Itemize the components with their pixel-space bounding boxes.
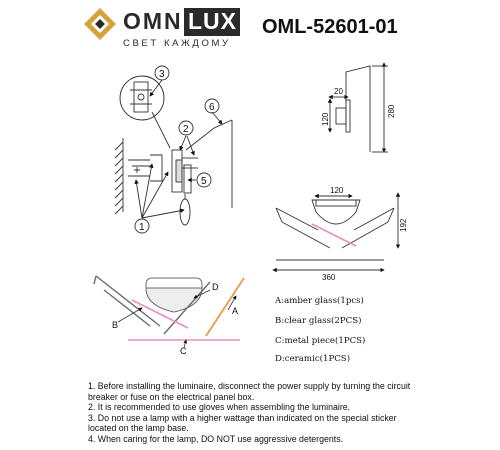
front-width-label: 360 xyxy=(322,273,336,282)
instruction-item: 2. It is recommended to use gloves when … xyxy=(88,402,351,413)
part-letter-b: B xyxy=(112,320,118,330)
installation-diagram xyxy=(114,75,233,226)
part-letter-c: C xyxy=(180,346,187,356)
side-depth-label: 120 xyxy=(321,112,330,126)
install-callout-2: 2 xyxy=(178,120,194,136)
legend-item-d: D:ceramic(1PCS) xyxy=(275,353,350,364)
install-callout-6: 6 xyxy=(204,98,220,114)
legend-item-c: C:metal piece(1PCS) xyxy=(275,335,365,346)
brand-name-omni: OMNI xyxy=(123,8,191,34)
clear-glass-rod-2 xyxy=(131,299,189,329)
front-view xyxy=(272,192,401,273)
legend-item-a: A:amber glass(1pcs) xyxy=(274,295,364,306)
instruction-item: 1. Before installing the luminaire, disc… xyxy=(88,381,411,402)
svg-text:3: 3 xyxy=(159,69,165,80)
legend-item-b: B:clear glass(2PCS) xyxy=(275,315,361,326)
side-view xyxy=(327,62,388,153)
parts-legend: A:amber glass(1pcs) B:clear glass(2PCS) … xyxy=(274,295,365,364)
front-pink-rod xyxy=(311,223,357,247)
part-letter-d: D xyxy=(212,282,219,292)
parts-diagram xyxy=(93,275,245,349)
front-top-width-label: 120 xyxy=(330,186,344,195)
svg-text:5: 5 xyxy=(201,176,207,187)
front-height-label: 192 xyxy=(399,218,408,232)
brand-lux-box xyxy=(184,8,240,36)
diamond-logo-icon xyxy=(84,8,116,40)
zoom-circle xyxy=(119,75,165,121)
wall-hatch xyxy=(114,138,124,215)
brand-logo: OMNI LUX СВЕТ КАЖДОМУ xyxy=(84,8,240,49)
install-callout-5: 5 xyxy=(196,172,212,188)
part-letter-a: A xyxy=(232,306,238,316)
side-height-label: 280 xyxy=(387,104,396,118)
brand-name-lux: LUX xyxy=(188,8,237,34)
svg-text:1: 1 xyxy=(139,222,145,233)
instruction-item: 3. Do not use a lamp with a higher watta… xyxy=(88,412,397,434)
instruction-item: 4. When caring for the lamp, DO NOT use … xyxy=(88,433,344,444)
instructions-block: 1. Before installing the luminaire, disc… xyxy=(88,381,420,445)
model-number: OML-52601-01 xyxy=(262,16,398,38)
brand-tagline: СВЕТ КАЖДОМУ xyxy=(123,38,231,49)
svg-text:2: 2 xyxy=(183,124,189,135)
svg-text:6: 6 xyxy=(209,102,215,113)
side-width-label: 20 xyxy=(334,87,343,96)
install-callout-3: 3 xyxy=(154,65,170,81)
install-callout-1: 1 xyxy=(134,218,150,234)
amber-glass-rod xyxy=(205,277,245,337)
